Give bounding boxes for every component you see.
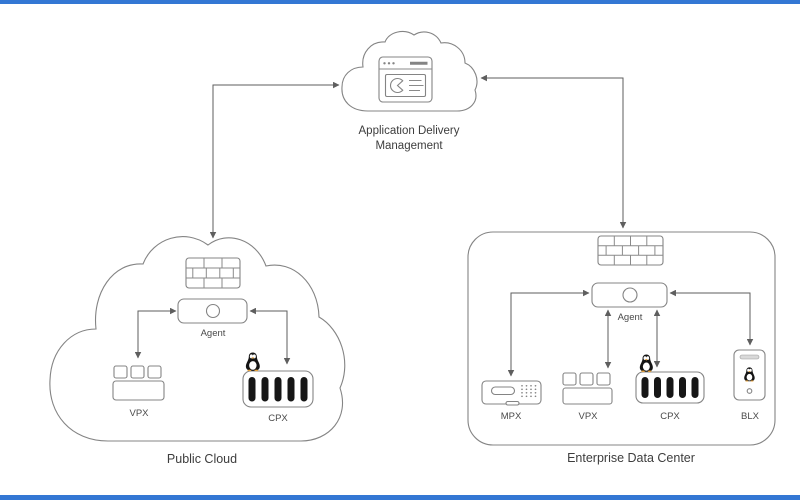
cpx-label: CPX <box>660 411 680 422</box>
public-cloud-cpx: CPX <box>242 352 314 424</box>
adm-label-line2: Management <box>375 140 443 152</box>
connector-adm-datacenter <box>480 74 627 229</box>
vpx-label: VPX <box>578 411 598 422</box>
blx-baremetal-icon <box>733 349 766 401</box>
connector-agent-mpx <box>507 289 590 377</box>
datacenter-blx: BLX <box>733 349 766 422</box>
datacenter-cpx: CPX <box>635 354 705 422</box>
public-cloud-agent: Agent <box>177 298 248 339</box>
agent-box-icon <box>177 298 248 324</box>
datacenter-agent: Agent <box>591 282 668 323</box>
mpx-label: MPX <box>501 411 522 422</box>
public-cloud-vpx: VPX <box>112 365 165 419</box>
firewall-icon <box>597 235 664 266</box>
vpx-vm-icon <box>562 372 613 405</box>
top-border-bar <box>0 0 800 4</box>
agent-label: Agent <box>618 312 643 323</box>
cpx-container-icon <box>635 354 705 404</box>
connector-agent-vpx <box>134 307 177 359</box>
agent-box-icon <box>591 282 668 308</box>
datacenter-mpx: MPX <box>481 380 542 422</box>
public-cloud-label: Public Cloud <box>167 452 237 466</box>
enterprise-data-center: Agent MPX <box>467 231 776 465</box>
datacenter-vpx: VPX <box>562 372 613 422</box>
cpx-label: CPX <box>268 413 288 424</box>
agent-label: Agent <box>201 328 226 339</box>
connector-agent-blx <box>669 289 754 346</box>
blx-label: BLX <box>741 411 760 422</box>
cloud-outline-icon <box>341 30 478 112</box>
mpx-appliance-icon <box>481 380 542 406</box>
adm-label-line1: Application Delivery <box>359 125 460 137</box>
bottom-border-bar <box>0 495 800 500</box>
application-delivery-management: Application Delivery Management <box>341 30 478 152</box>
firewall-icon <box>185 257 241 289</box>
cloud-outline-icon <box>49 236 346 442</box>
connector-agent-cpx <box>249 307 291 365</box>
public-cloud: Agent VPX <box>49 236 346 466</box>
datacenter-label: Enterprise Data Center <box>567 451 695 465</box>
connector-adm-public-cloud <box>209 81 340 239</box>
cpx-container-icon <box>242 352 314 408</box>
adm-dashboard-browser-icon <box>378 56 433 103</box>
vpx-vm-icon <box>112 365 165 401</box>
vpx-label: VPX <box>129 408 149 419</box>
